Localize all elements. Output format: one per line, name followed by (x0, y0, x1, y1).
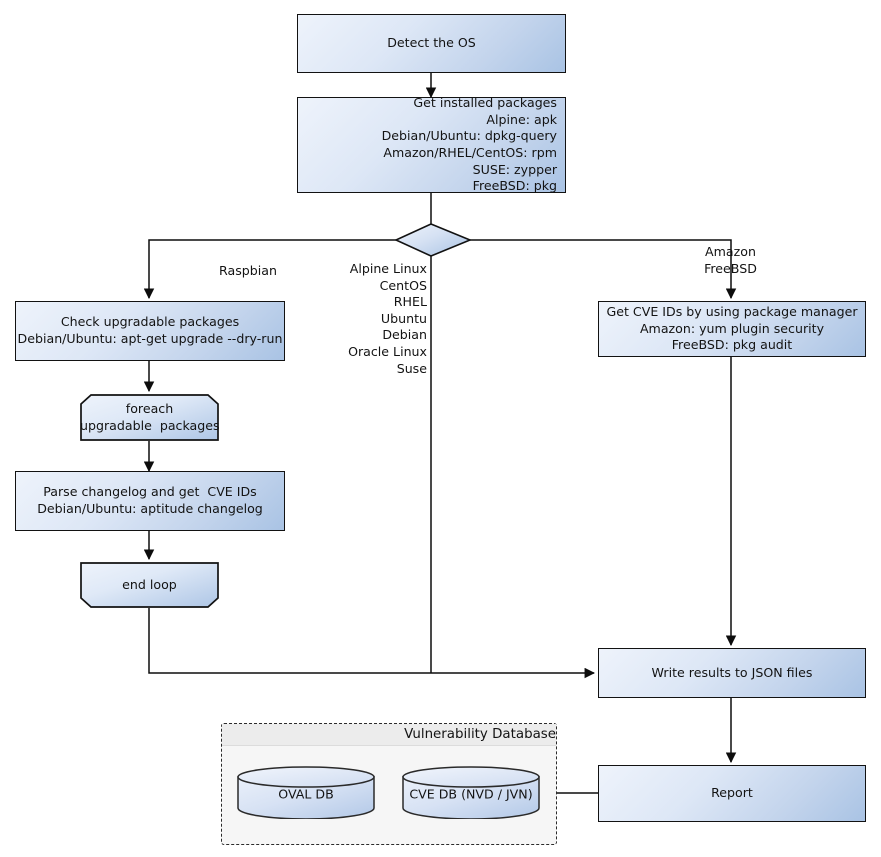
node-label: Get CVE IDs by using package manager Ama… (606, 304, 858, 353)
cylinder-shape (237, 766, 375, 820)
cylinder-label: CVE DB (NVD / JVN) (409, 786, 533, 802)
node-write-results-to-json-files[interactable]: Write results to JSON files (598, 648, 866, 698)
node-parse-changelog[interactable]: Parse changelog and get CVE IDs Debian/U… (15, 471, 285, 531)
os-decision-diamond (394, 223, 473, 257)
cylinder-oval-db[interactable]: OVAL DB (237, 766, 375, 820)
edge-endloop-to-write (148, 608, 596, 679)
node-label: foreach upgradable packages (80, 400, 220, 433)
cylinder-shape (402, 766, 540, 820)
node-label: Check upgradable packages Debian/Ubuntu:… (17, 314, 283, 346)
loop-start-shape (80, 394, 219, 441)
node-report[interactable]: Report (598, 765, 866, 822)
edge-label-raspbian: Raspbian (219, 263, 277, 278)
node-label: Detect the OS (387, 35, 476, 51)
node-label: end loop (122, 576, 177, 592)
node-detect-the-os[interactable]: Detect the OS (297, 14, 566, 73)
edge-label-amazon-freebsd: Amazon FreeBSD (704, 244, 757, 276)
node-label: Report (711, 785, 753, 801)
node-label: Parse changelog and get CVE IDs Debian/U… (37, 484, 263, 516)
node-get-installed-packages[interactable]: Get installed packages Alpine: apk Debia… (297, 95, 566, 194)
node-label: Write results to JSON files (651, 664, 813, 680)
node-get-cve-ids-package-manager[interactable]: Get CVE IDs by using package manager Ama… (598, 301, 866, 357)
vulnerability-database-container: Vulnerability Database O (221, 723, 557, 845)
cylinder-cve-db[interactable]: CVE DB (NVD / JVN) (402, 766, 540, 820)
node-foreach-upgradable-packages[interactable]: foreach upgradable packages (80, 394, 220, 441)
node-end-loop[interactable]: end loop (80, 562, 219, 608)
cylinder-label: OVAL DB (278, 786, 334, 802)
vulnerability-database-title: Vulnerability Database (222, 724, 556, 746)
loop-end-shape (80, 562, 219, 608)
edge-label-middle-os-list: Alpine Linux CentOS RHEL Ubuntu Debian O… (348, 261, 427, 376)
node-label: Get installed packages Alpine: apk Debia… (381, 95, 557, 194)
node-check-upgradable-packages[interactable]: Check upgradable packages Debian/Ubuntu:… (15, 301, 285, 361)
